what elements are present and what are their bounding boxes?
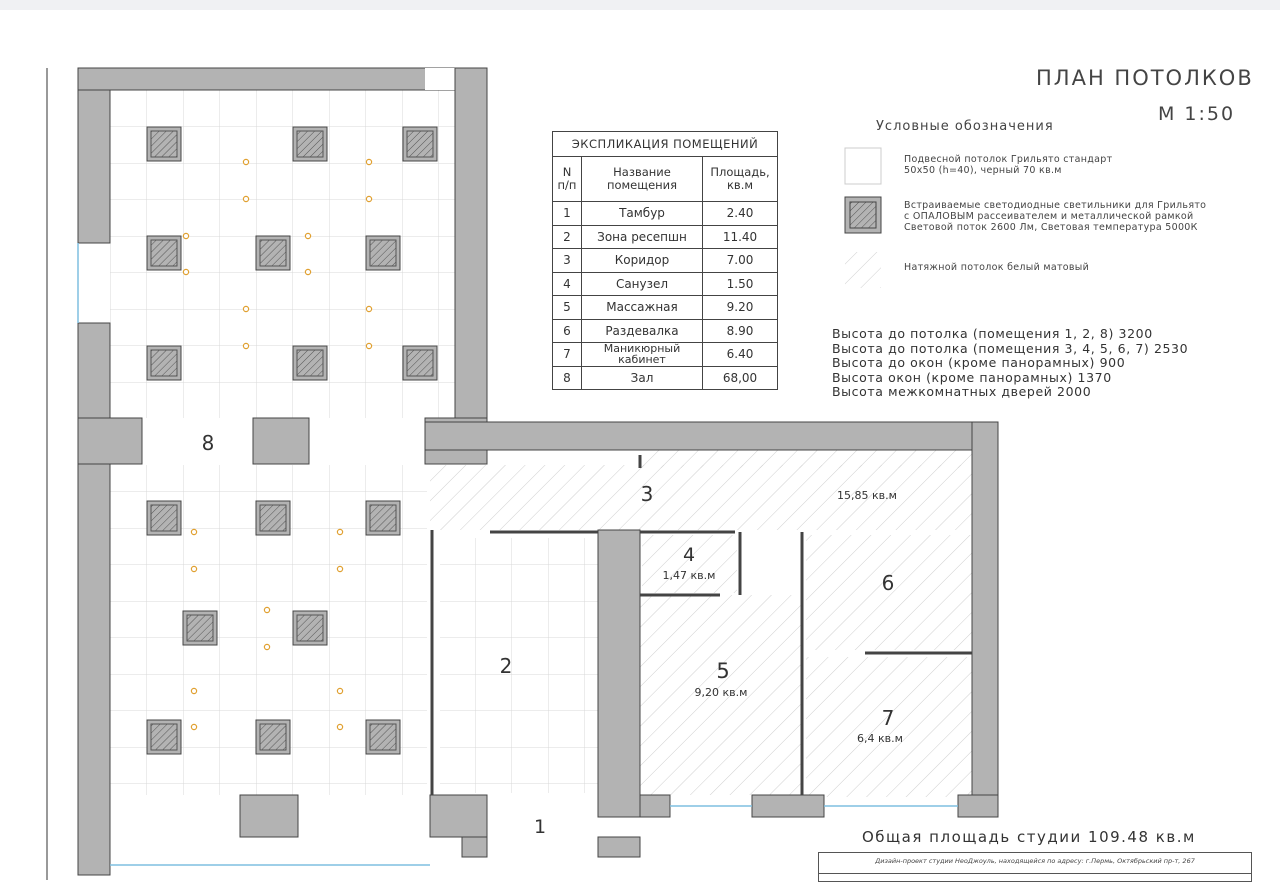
point-light-icon (336, 565, 344, 573)
point-light-icon (242, 342, 250, 350)
led-panel-diffuser (186, 614, 214, 642)
led-panel-diffuser (259, 239, 287, 267)
legend-swatch-grid (844, 147, 882, 185)
col-number: N п/п (552, 156, 582, 202)
windows (77, 243, 958, 866)
point-light-icon (242, 305, 250, 313)
led-panel-diffuser (296, 130, 324, 158)
led-panel-diffuser (150, 723, 178, 751)
walls (77, 67, 999, 876)
room-7-hatch (806, 657, 972, 797)
legend-item-stretch: Натяжной потолок белый матовый (904, 262, 1090, 273)
plan-scale: М 1:50 (1158, 103, 1236, 125)
point-lights (182, 158, 373, 731)
led-panel-diffuser (296, 614, 324, 642)
led-panel-diffuser (406, 349, 434, 377)
point-light-icon (190, 723, 198, 731)
led-panel-diffuser (369, 723, 397, 751)
point-light-icon (190, 565, 198, 573)
led-panel-diffuser (296, 349, 324, 377)
heights-notes: Высота до потолка (помещения 1, 2, 8) 32… (832, 326, 1189, 399)
led-panel-diffuser (259, 504, 287, 532)
legend-heading: Условные обозначения (876, 119, 1054, 134)
explication-table: ЭКСПЛИКАЦИЯ ПОМЕЩЕНИЙ N п/п Название пом… (552, 131, 778, 390)
led-panels (146, 126, 438, 755)
legend-swatch-stretch (845, 252, 881, 288)
point-light-icon (336, 723, 344, 731)
point-light-icon (304, 232, 312, 240)
room-3-hatch (430, 465, 972, 530)
point-light-icon (336, 528, 344, 536)
led-panel-diffuser (150, 504, 178, 532)
room-area-3: 15,85 кв.м (837, 489, 897, 502)
point-light-icon (242, 158, 250, 166)
point-light-icon (190, 687, 198, 695)
point-light-icon (263, 606, 271, 614)
point-light-icon (365, 195, 373, 203)
room-number-8: 8 (202, 431, 215, 455)
title-block-text: Дизайн-проект студии НеоДжоуль, находяще… (875, 857, 1195, 865)
title-block: Дизайн-проект студии НеоДжоуль, находяще… (818, 852, 1252, 882)
table-caption: ЭКСПЛИКАЦИЯ ПОМЕЩЕНИЙ (552, 131, 778, 157)
legend-item-led: Встраиваемые светодиодные светильники дл… (904, 200, 1207, 233)
led-panel-diffuser (150, 130, 178, 158)
grid-ceiling-reception (440, 538, 598, 793)
led-panel-diffuser (150, 349, 178, 377)
point-light-icon (336, 687, 344, 695)
room-number-5: 5 (716, 659, 729, 683)
point-light-icon (365, 158, 373, 166)
room-area-4: 1,47 кв.м (663, 569, 716, 582)
led-panel-diffuser (406, 130, 434, 158)
led-panel-diffuser (150, 239, 178, 267)
point-light-icon (263, 643, 271, 651)
point-light-icon (190, 528, 198, 536)
viewer-top-bar (0, 0, 1280, 10)
room-4-hatch (642, 535, 737, 593)
led-panel-diffuser (369, 239, 397, 267)
room-number-1: 1 (534, 816, 546, 838)
col-name: Название помещения (581, 156, 703, 202)
led-panel-diffuser (259, 723, 287, 751)
room-number-7: 7 (882, 706, 895, 730)
room-6-hatch (806, 535, 972, 650)
led-panel-diffuser (369, 504, 397, 532)
room-number-6: 6 (882, 571, 895, 595)
point-light-icon (365, 342, 373, 350)
point-light-icon (182, 268, 190, 276)
total-area: Общая площадь студии 109.48 кв.м (862, 828, 1196, 846)
point-light-icon (365, 305, 373, 313)
room-area-5: 9,20 кв.м (695, 686, 748, 699)
room-area-7: 6,4 кв.м (857, 732, 903, 745)
room-number-4: 4 (683, 544, 695, 566)
point-light-icon (182, 232, 190, 240)
point-light-icon (242, 195, 250, 203)
room-5-hatch (640, 595, 802, 795)
room-number-3: 3 (641, 482, 654, 506)
room-number-2: 2 (500, 654, 513, 678)
plan-title: ПЛАН ПОТОЛКОВ (1036, 66, 1254, 90)
point-light-icon (304, 268, 312, 276)
col-area: Площадь, кв.м (702, 156, 778, 202)
